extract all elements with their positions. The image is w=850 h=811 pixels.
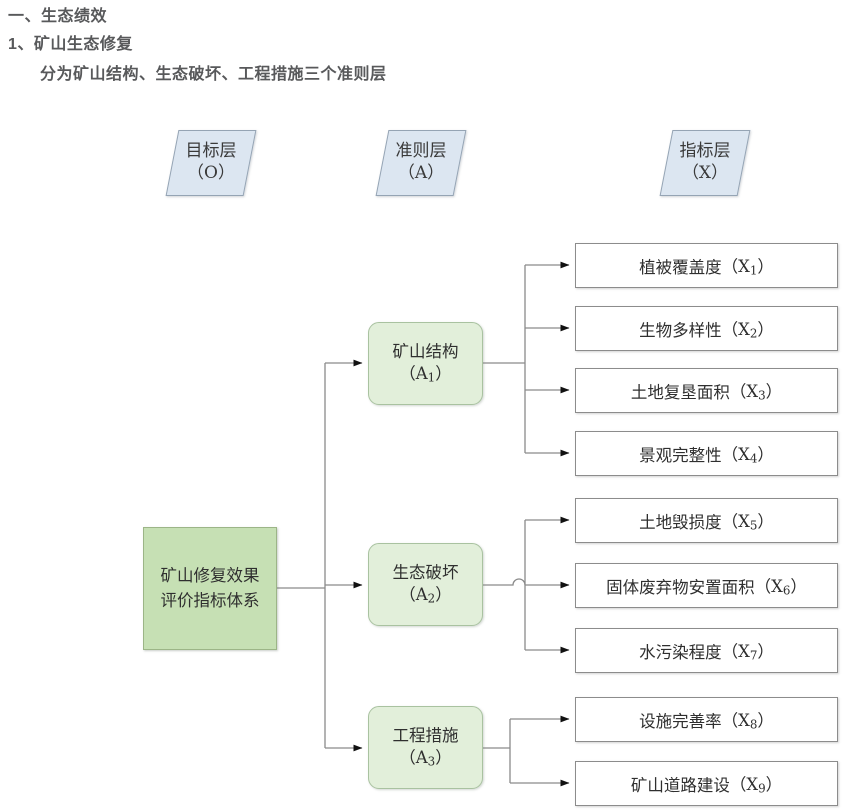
indicator-x3-title: 土地复垦面积: [630, 382, 730, 402]
indicator-x6-title: 固体废弃物安置面积: [606, 577, 755, 597]
indicator-x8-title: 设施完善率: [639, 711, 722, 731]
indicator-box-x6: 固体废弃物安置面积（X6）: [575, 563, 838, 608]
indicator-box-x7: 水污染程度（X7）: [575, 628, 838, 673]
indicator-box-x5: 土地毁损度（X5）: [575, 498, 838, 543]
indicator-x5-code: （X5）: [721, 512, 774, 533]
indicator-box-x9: 矿山道路建设（X9）: [575, 761, 838, 806]
criterion-a1-code: （A1）: [399, 363, 452, 385]
indicator-x7-code: （X7）: [721, 642, 774, 663]
indicator-x7-title: 水污染程度: [639, 642, 722, 662]
indicator-x3-code: （X3）: [729, 382, 783, 403]
criterion-a1-title: 矿山结构: [392, 342, 459, 362]
indicator-x1-title: 植被覆盖度: [639, 257, 722, 277]
criterion-a2-code: （A2）: [399, 584, 452, 606]
indicator-x1-code: （X1）: [721, 257, 774, 278]
indicator-x9-title: 矿山道路建设: [630, 775, 730, 795]
indicator-x8-code: （X8）: [721, 711, 774, 732]
criterion-a2-title: 生态破坏: [392, 563, 459, 583]
goal-box-label: 矿山修复效果评价指标体系: [160, 565, 260, 610]
indicator-layer-header-code: （X）: [681, 163, 729, 183]
indicator-x6-code: （X6）: [754, 577, 807, 598]
wire-a2-bus: [483, 578, 526, 586]
criterion-layer-header: 准则层 （A）: [375, 130, 467, 196]
indicator-x4-code: （X4）: [721, 445, 774, 466]
criterion-a3-code: （A3）: [399, 747, 452, 769]
indicator-box-x3: 土地复垦面积（X3）: [575, 368, 838, 413]
goal-layer-header: 目标层 （O）: [165, 130, 257, 196]
heading-line-3: 分为矿山结构、生态破坏、工程措施三个准则层: [40, 66, 387, 83]
indicator-layer-header-title: 指标层: [679, 141, 731, 162]
criterion-a3-title: 工程措施: [392, 726, 459, 746]
indicator-box-x8: 设施完善率（X8）: [575, 697, 838, 742]
goal-layer-header-code: （O）: [187, 163, 235, 183]
indicator-box-x2: 生物多样性（X2）: [575, 306, 838, 351]
indicator-x9-code: （X9）: [729, 775, 783, 796]
criterion-box-a1: 矿山结构 （A1）: [368, 322, 483, 405]
heading-line-1: 一、生态绩效: [8, 8, 108, 25]
heading-line-2: 1、矿山生态修复: [8, 36, 133, 53]
criterion-layer-header-code: （A）: [397, 163, 445, 183]
criterion-box-a3: 工程措施 （A3）: [368, 706, 483, 789]
goal-layer-header-title: 目标层: [185, 141, 237, 162]
goal-box: 矿山修复效果评价指标体系: [143, 527, 277, 650]
indicator-x5-title: 土地毁损度: [639, 512, 722, 532]
indicator-x2-title: 生物多样性: [639, 320, 722, 340]
indicator-box-x1: 植被覆盖度（X1）: [575, 243, 838, 288]
indicator-box-x4: 景观完整性（X4）: [575, 431, 838, 476]
criterion-box-a2: 生态破坏 （A2）: [368, 543, 483, 626]
criterion-layer-header-title: 准则层: [395, 141, 447, 162]
indicator-layer-header: 指标层 （X）: [659, 130, 751, 196]
indicator-x4-title: 景观完整性: [639, 445, 722, 465]
indicator-x2-code: （X2）: [721, 320, 774, 341]
